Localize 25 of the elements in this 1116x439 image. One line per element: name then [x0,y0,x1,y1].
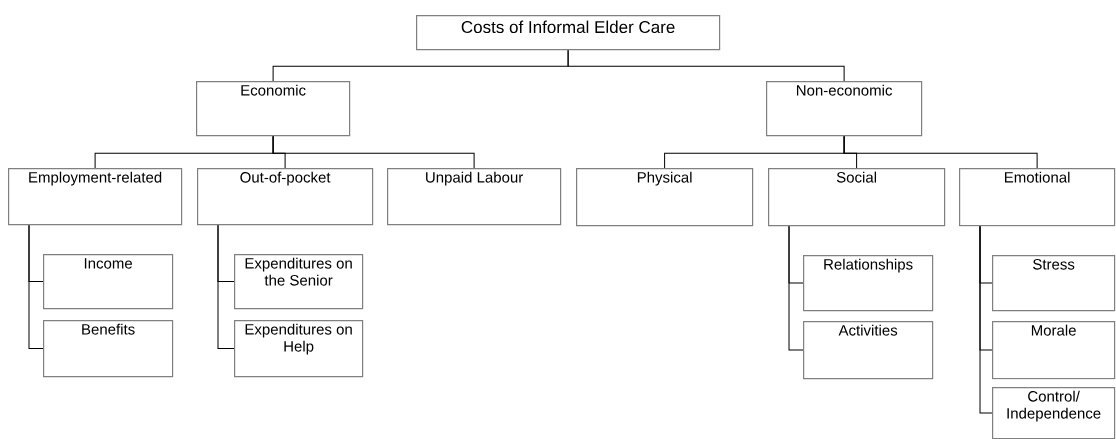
category-box: Morale [992,321,1116,380]
category-box: Employment-related [8,168,183,226]
category-box: Activities [803,321,934,380]
category-box: Expenditures on Help [234,320,364,378]
category-box: Control/ Independence [992,387,1116,439]
connector [567,49,845,82]
category-box: Physical [576,168,754,227]
category-box: Benefits [43,320,174,378]
category-box: Out-of-pocket [197,168,374,226]
category-box: Unpaid Labour [387,168,562,226]
category-box: Economic [196,81,351,137]
category-box: Non-economic [766,81,923,137]
connector [843,135,1038,169]
connector [272,135,475,169]
category-box: Expenditures on the Senior [234,254,364,310]
connector [788,225,804,351]
category-box: Social [768,168,946,227]
connector [28,224,44,350]
connector [217,224,235,350]
category-box: Stress [992,255,1116,312]
category-box: Emotional [959,168,1116,227]
category-box: Income [43,254,174,310]
category-box: Relationships [803,255,934,312]
connector [979,225,993,414]
title-box: Costs of Informal Elder Care [416,15,721,51]
